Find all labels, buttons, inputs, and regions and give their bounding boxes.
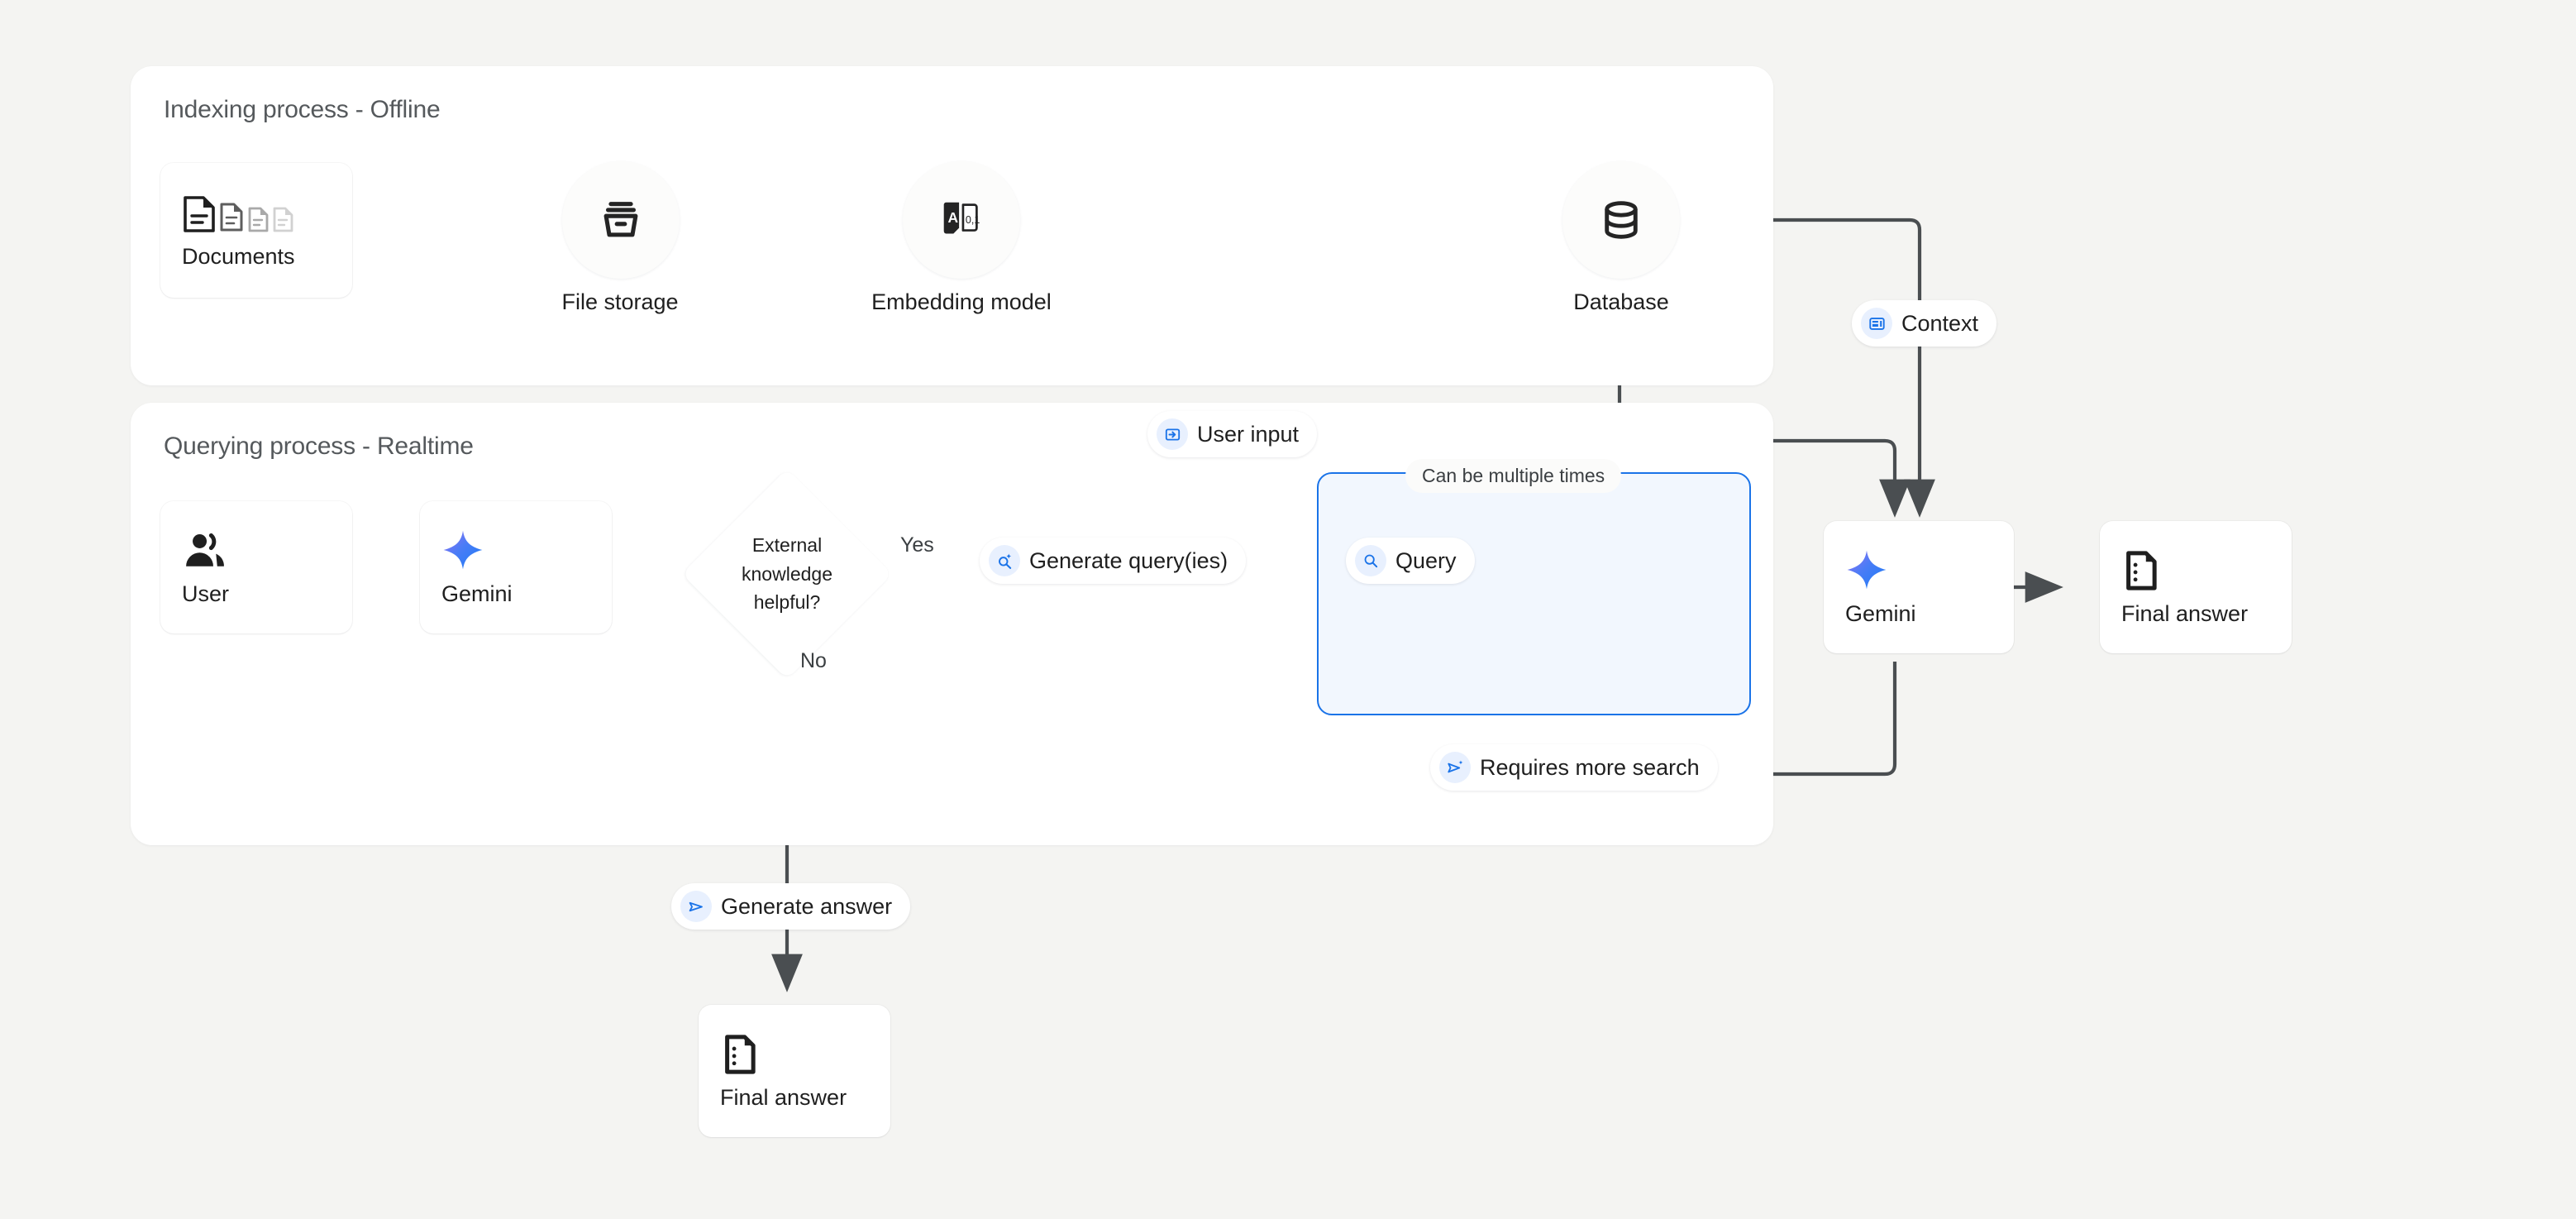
node-documents[interactable]: Documents: [160, 163, 352, 298]
search-sparkle-icon: [989, 545, 1020, 576]
decision-line-3: helpful?: [753, 591, 821, 614]
node-final-answer-right[interactable]: Final answer: [2100, 521, 2292, 653]
node-label-gemini-left: Gemini: [441, 581, 513, 606]
node-label-file-storage: File storage: [561, 289, 679, 314]
decision-line-1: External: [751, 533, 823, 556]
query-loop-box: [1317, 472, 1751, 715]
node-gemini-right[interactable]: Gemini: [1824, 521, 2014, 653]
node-database[interactable]: [1562, 161, 1680, 279]
svg-text:A: A: [948, 209, 959, 226]
user-group-icon: [182, 528, 352, 571]
node-file-storage[interactable]: [562, 161, 680, 279]
text-to-vector-icon: 0,1 A: [943, 202, 980, 234]
node-embedding-model-indexing[interactable]: 0,1 A: [903, 161, 1020, 279]
chip-label-context: Context: [1901, 310, 1979, 336]
node-gemini-left[interactable]: Gemini: [420, 501, 612, 633]
send-sparkle-icon: [1439, 752, 1471, 783]
node-label-database: Database: [1573, 289, 1669, 314]
send-icon: [680, 891, 712, 922]
chip-generate-answer[interactable]: Generate answer: [671, 883, 911, 930]
node-label-final-answer-bottom: Final answer: [720, 1084, 847, 1110]
chip-label-query: Query: [1395, 547, 1457, 573]
chip-label-user-input: User input: [1197, 421, 1300, 447]
context-window-icon: [1861, 308, 1892, 339]
svg-text:0,1: 0,1: [966, 214, 980, 226]
magnifier-icon: [1355, 545, 1386, 576]
chip-generate-query[interactable]: Generate query(ies): [980, 538, 1247, 584]
chip-label-requires-more-search: Requires more search: [1480, 754, 1700, 780]
edge-label-yes: Yes: [900, 533, 934, 557]
gemini-sparkle-icon: [441, 528, 612, 571]
edge-label-multiple-times: Can be multiple times: [1405, 459, 1622, 493]
panel-title-indexing: Indexing process - Offline: [164, 96, 441, 123]
decision-text: External knowledge helpful?: [713, 500, 861, 648]
decision-line-2: knowledge: [742, 562, 832, 585]
login-arrow-icon: [1157, 418, 1188, 450]
node-final-answer-bottom[interactable]: Final answer: [699, 1005, 890, 1137]
chip-requires-more-search[interactable]: Requires more search: [1430, 744, 1718, 791]
database-cylinder-icon: [1605, 201, 1638, 239]
node-label-user: User: [182, 581, 230, 606]
node-label-gemini-right: Gemini: [1845, 600, 1916, 626]
answer-doc-icon: [2121, 548, 2292, 591]
node-label-documents: Documents: [182, 244, 295, 269]
chip-user-input[interactable]: User input: [1147, 411, 1318, 457]
documents-stack-icon: [182, 191, 352, 234]
chip-label-generate-query: Generate query(ies): [1029, 547, 1228, 573]
chip-context[interactable]: Context: [1852, 300, 1997, 347]
gemini-sparkle-icon: [1845, 548, 2014, 591]
node-label-embedding-model-indexing: Embedding model: [871, 289, 1052, 314]
panel-title-querying: Querying process - Realtime: [164, 433, 474, 460]
node-user[interactable]: User: [160, 501, 352, 633]
chip-label-generate-answer: Generate answer: [721, 893, 893, 919]
answer-doc-icon: [720, 1032, 890, 1075]
edge-label-no: No: [800, 649, 827, 672]
inbox-archive-icon: [603, 202, 638, 237]
node-label-final-answer-right: Final answer: [2121, 600, 2249, 626]
decision-external-knowledge[interactable]: External knowledge helpful?: [681, 468, 893, 680]
chip-query[interactable]: Query: [1346, 538, 1475, 584]
